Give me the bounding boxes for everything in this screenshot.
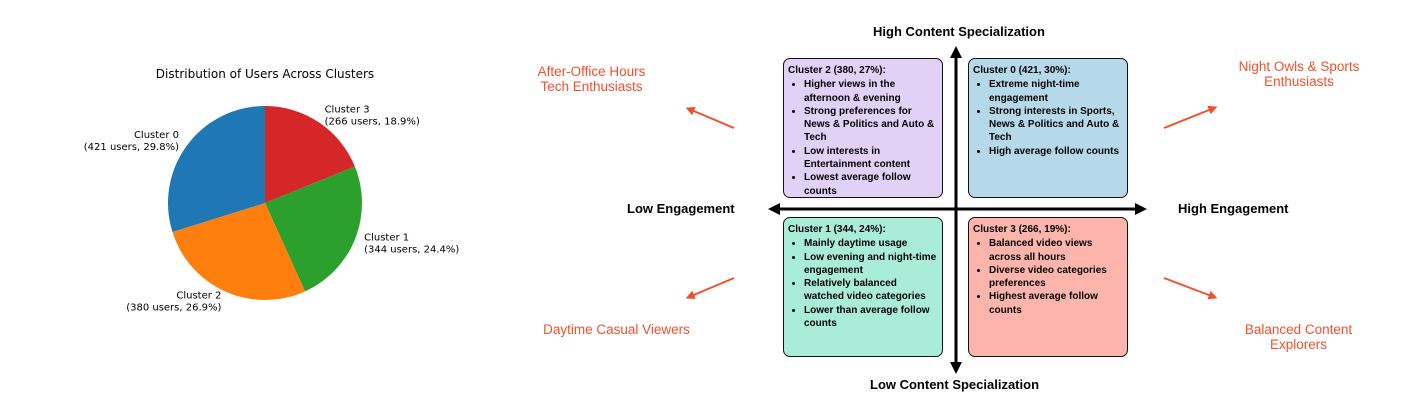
cluster-1-bullet: Low evening and night-time engagement	[804, 251, 937, 278]
cluster-0-box: Cluster 0 (421, 30%): Extreme night-time…	[968, 58, 1128, 198]
cluster-3-bullet: Diverse video categories preferences	[989, 264, 1122, 291]
pie-slice-cluster-2	[172, 203, 306, 300]
cluster-0-bullet: Strong interests in Sports, News & Polit…	[989, 105, 1122, 145]
cluster-2-box: Cluster 2 (380, 27%): Higher views in th…	[783, 58, 943, 198]
axis-label-right: High Engagement	[1178, 201, 1289, 216]
pie-slice-cluster-0	[167, 106, 265, 233]
cluster-1-bullet: Mainly daytime usage	[804, 237, 937, 250]
cluster-0-bullet: High average follow counts	[989, 145, 1122, 158]
axis-label-bottom: Low Content Specialization	[870, 377, 1040, 392]
cluster-2-bullet: Higher views in the afternoon & evening	[804, 78, 937, 105]
cluster-0-title: Cluster 0 (421, 30%):	[973, 65, 1071, 76]
pie-chart: Distribution of Users Across Clusters Cl…	[84, 67, 460, 313]
persona-top-left: After-Office Hours Tech Enthusiasts	[537, 64, 646, 94]
cluster-3-title: Cluster 3 (266, 19%):	[973, 224, 1071, 235]
arrow-bottom-left	[685, 277, 735, 300]
persona-top-right: Night Owls & Sports Enthusiasts	[1238, 59, 1360, 89]
cluster-3-bullet: Highest average follow counts	[989, 290, 1122, 317]
cluster-3-bullet: Balanced video views across all hours	[989, 237, 1122, 264]
cluster-2-bullet: Lowest average follow counts	[804, 171, 937, 198]
cluster-0-bullet: Extreme night-time engagement	[989, 78, 1122, 105]
pie-label-cluster-0: Cluster 0(421 users, 29.8%)	[84, 130, 179, 153]
cluster-2-title: Cluster 2 (380, 27%):	[788, 65, 886, 76]
cluster-2-bullet: Low interests in Entertainment content	[804, 145, 937, 172]
axis-label-left: Low Engagement	[627, 201, 735, 216]
pie-label-cluster-3: Cluster 3(266 users, 18.9%)	[325, 104, 420, 127]
cluster-1-bullet: Relatively balanced watched video catego…	[804, 277, 937, 304]
pie-slice-cluster-3	[265, 106, 355, 203]
pie-slice-cluster-1	[265, 166, 362, 292]
cluster-1-box: Cluster 1 (344, 24%): Mainly daytime usa…	[783, 217, 943, 357]
arrow-top-left	[685, 106, 735, 129]
pie-title: Distribution of Users Across Clusters	[156, 67, 374, 81]
cluster-3-box: Cluster 3 (266, 19%): Balanced video vie…	[968, 217, 1128, 357]
cluster-1-bullet: Lower than average follow counts	[804, 304, 937, 331]
cluster-1-title: Cluster 1 (344, 24%):	[788, 224, 886, 235]
pie-label-cluster-1: Cluster 1(344 users, 24.4%)	[364, 233, 459, 256]
arrow-top-right	[1163, 105, 1218, 129]
axis-label-top: High Content Specialization	[873, 24, 1045, 39]
cluster-2-bullet: Strong preferences for News & Politics a…	[804, 105, 937, 145]
persona-bottom-left: Daytime Casual Viewers	[543, 322, 690, 337]
persona-bottom-right: Balanced Content Explorers	[1244, 322, 1353, 352]
pie-label-cluster-2: Cluster 2(380 users, 26.9%)	[126, 290, 221, 313]
arrow-bottom-right	[1163, 277, 1218, 300]
